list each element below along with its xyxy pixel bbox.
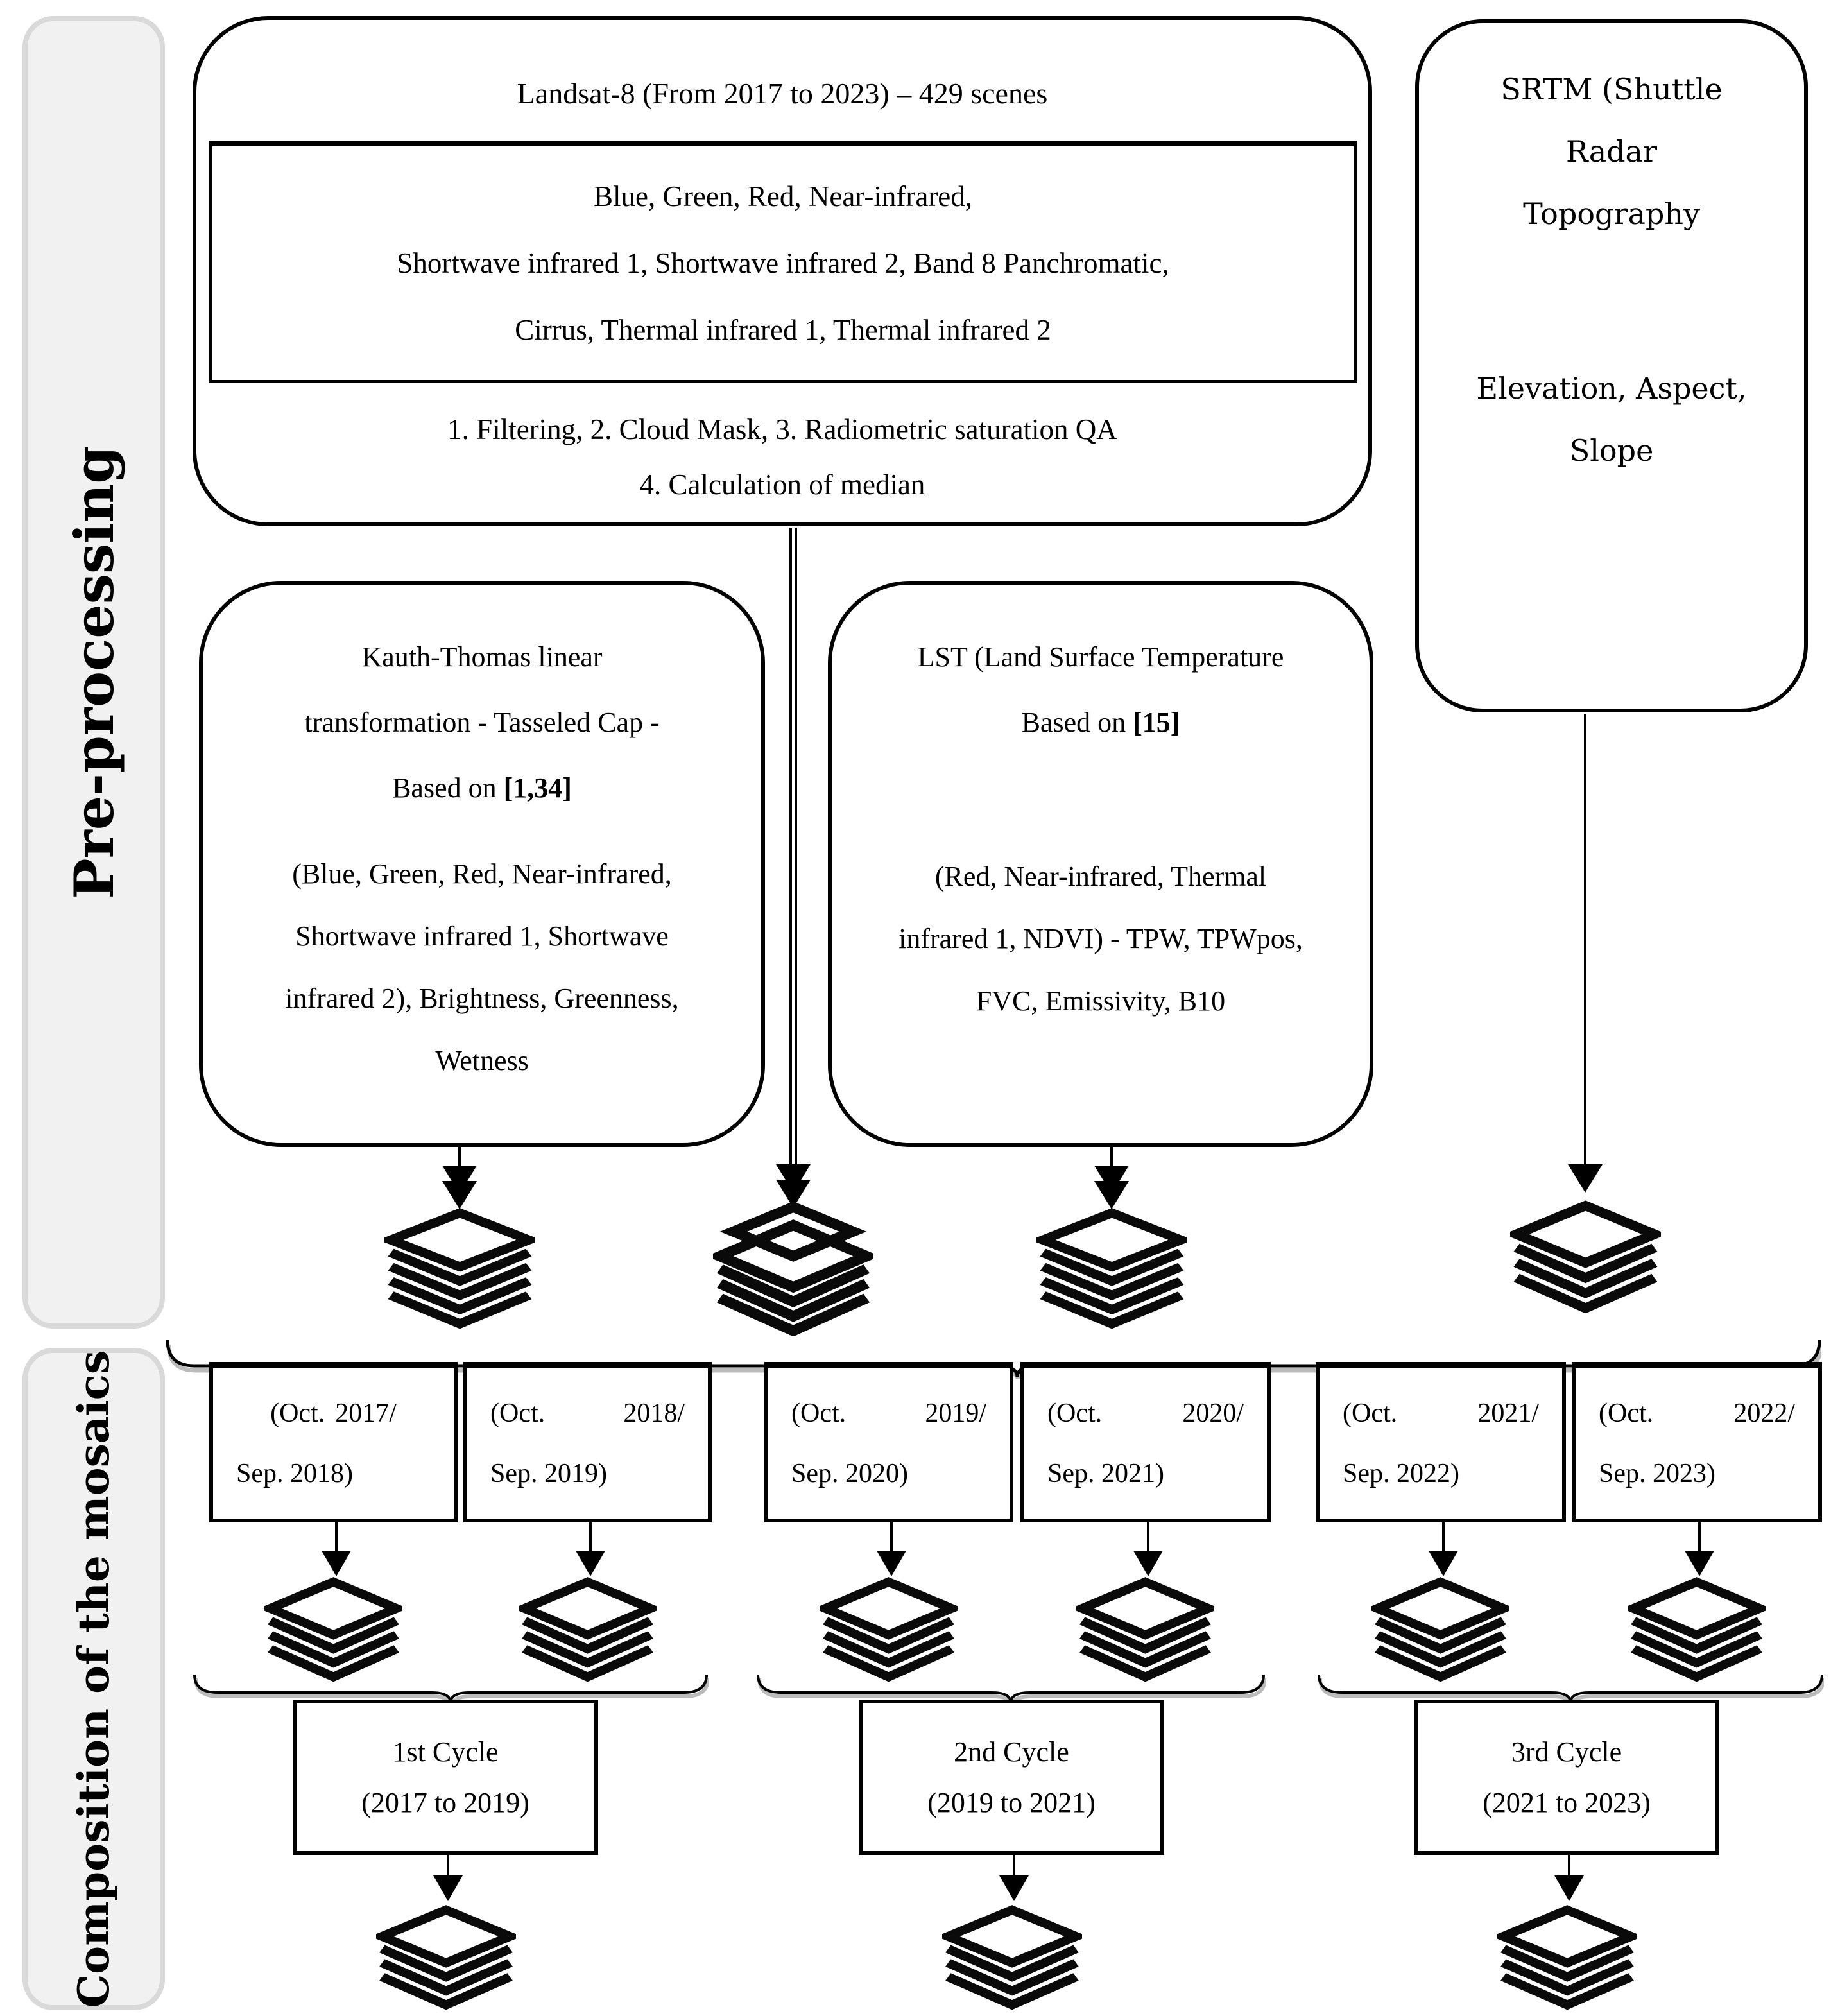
layers-stack-icon [1497,1904,1637,2010]
kauth-line: transformation - Tasseled Cap - [304,707,660,738]
lst-based-prefix: Based on [1021,707,1133,738]
mosaic-box: (Oct. 2018/ Sep. 2019) [463,1362,712,1522]
layers-stack-icon [713,1202,873,1336]
section-preprocessing: Pre-processing [22,16,165,1329]
srtm-title-line: Radar [1566,134,1657,169]
mosaic-date: (Oct. [1599,1399,1654,1428]
mosaic-box: (Oct. 2022/ Sep. 2023) [1572,1362,1822,1522]
down-arrow-icon [442,1146,477,1209]
landsat-box: Landsat-8 (From 2017 to 2023) – 429 scen… [193,16,1372,526]
composition-label: Composition of the mosaics [69,1350,119,2008]
lst-line: infrared 1, NDVI) - TPW, TPWpos, [898,923,1303,954]
landsat-steps: 1. Filtering, 2. Cloud Mask, 3. Radiomet… [196,391,1368,523]
cycle-title: 1st Cycle [392,1736,499,1768]
mosaic-date: (Oct. [1343,1399,1398,1428]
mosaic-date: 2019/ [925,1399,986,1428]
srtm-box: SRTM (Shuttle Radar Topography Elevation… [1415,19,1808,712]
mosaic-date: 2018/ [623,1399,685,1428]
kauth-line: Shortwave infrared 1, Shortwave [295,920,669,952]
srtm-text: SRTM (Shuttle Radar Topography Elevation… [1419,58,1804,482]
layers-stack-icon [1371,1576,1509,1682]
srtm-output-line: Elevation, Aspect, [1476,371,1747,406]
srtm-title-line: SRTM (Shuttle [1500,72,1723,107]
lst-line: (Red, Near-infrared, Thermal [934,861,1267,892]
mosaic-date: 2017/ [335,1399,397,1428]
landsat-steps-line: 1. Filtering, 2. Cloud Mask, 3. Radiomet… [447,413,1117,445]
layers-stack-icon [1076,1576,1214,1682]
down-arrow-icon [572,1522,608,1576]
mosaic-date: Sep. 2022) [1343,1459,1459,1488]
kauth-line: (Blue, Green, Red, Near-infrared, [292,858,672,890]
section-composition: Composition of the mosaics [22,1348,165,2010]
cycle-box: 1st Cycle (2017 to 2019) [293,1700,598,1855]
landsat-steps-line: 4. Calculation of median [639,469,925,501]
cycle-range: (2017 to 2019) [361,1787,529,1818]
kauth-thomas-text: Kauth-Thomas linear transformation - Tas… [203,625,761,1092]
cycle-title: 3rd Cycle [1511,1736,1622,1768]
down-arrow-icon [996,1855,1032,1901]
down-arrow-icon [1681,1522,1717,1576]
layers-stack-icon [1510,1199,1661,1313]
layers-stack-icon [519,1576,657,1682]
mosaic-box: (Oct. 2021/ Sep. 2022) [1316,1362,1566,1522]
layers-stack-icon [1036,1207,1187,1329]
down-arrow-icon [1425,1522,1461,1576]
cycle-range: (2021 to 2023) [1483,1787,1651,1818]
layers-stack-icon [384,1207,535,1329]
mosaic-date: 2021/ [1477,1399,1539,1428]
down-arrow-icon [775,528,811,1208]
down-arrow-icon [1094,1146,1130,1209]
mosaic-date: Sep. 2019) [490,1459,607,1488]
mosaic-date: (Oct. [1047,1399,1103,1428]
srtm-title-line: Topography [1523,196,1700,231]
layers-stack-icon [942,1904,1082,2010]
kauth-line: Kauth-Thomas linear [361,641,603,673]
landsat-bands-line: Cirrus, Thermal infrared 1, Thermal infr… [515,314,1051,346]
kauth-line: Based on [1,34] [203,755,761,821]
cycle-box: 3rd Cycle (2021 to 2023) [1414,1700,1719,1855]
lst-line: LST (Land Surface Temperature [917,641,1284,673]
srtm-output-line: Slope [1569,433,1654,468]
kauth-reference: [1,34] [503,772,572,804]
lst-line: Based on [15] [832,690,1370,755]
mosaic-date: Sep. 2023) [1599,1459,1715,1488]
cycle-title: 2nd Cycle [954,1736,1069,1768]
cycle-box: 2nd Cycle (2019 to 2021) [859,1700,1164,1855]
mosaic-date: Sep. 2018) [236,1459,353,1488]
mosaic-date: (Oct. [791,1399,847,1428]
kauth-line: Wetness [435,1045,529,1076]
kauth-line: infrared 2), Brightness, Greenness, [285,983,679,1014]
down-arrow-icon [1130,1522,1166,1576]
mosaic-date: (Oct. [490,1399,546,1428]
kauth-based-prefix: Based on [392,772,504,804]
down-arrow-icon [1551,1855,1587,1901]
mosaic-box: (Oct. 2020/ Sep. 2021) [1020,1362,1271,1522]
lst-box: LST (Land Surface Temperature Based on [… [828,581,1373,1147]
landsat-bands-line: Shortwave infrared 1, Shortwave infrared… [397,247,1169,279]
mosaic-date: 2022/ [1733,1399,1795,1428]
layers-stack-icon [820,1576,958,1682]
mosaic-date: (Oct. [270,1399,325,1428]
layers-stack-icon [264,1576,402,1682]
landsat-title: Landsat-8 (From 2017 to 2023) – 429 scen… [517,77,1048,110]
mosaic-date: Sep. 2021) [1047,1459,1164,1488]
kauth-thomas-box: Kauth-Thomas linear transformation - Tas… [199,581,765,1147]
layers-stack-icon [376,1904,516,2010]
lst-line: FVC, Emissivity, B10 [976,985,1226,1017]
landsat-bands-line: Blue, Green, Red, Near-infrared, [593,180,973,212]
lst-reference: [15] [1133,707,1180,738]
mosaic-box: (Oct. 2019/ Sep. 2020) [764,1362,1013,1522]
down-arrow-icon [430,1855,466,1901]
layers-stack-icon [1628,1576,1766,1682]
down-arrow-icon [1567,714,1603,1193]
preprocessing-label: Pre-processing [62,445,126,899]
landsat-bands-box: Blue, Green, Red, Near-infrared, Shortwa… [209,141,1357,383]
cycle-range: (2019 to 2021) [927,1787,1096,1818]
mosaic-date: Sep. 2020) [791,1459,908,1488]
lst-text: LST (Land Surface Temperature Based on [… [832,625,1370,1032]
down-arrow-icon [318,1522,354,1576]
mosaic-box: (Oct. 2017/ Sep. 2018) [209,1362,458,1522]
down-arrow-icon [873,1522,909,1576]
mosaic-date: 2020/ [1182,1399,1244,1428]
